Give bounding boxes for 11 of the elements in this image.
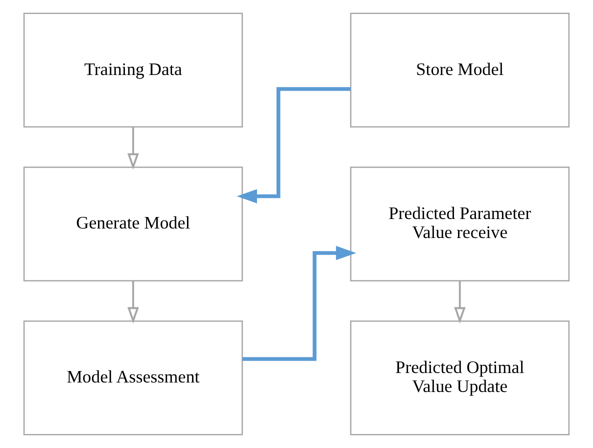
arrow <box>127 280 139 324</box>
node-box: Training Data <box>23 12 243 128</box>
node-box: Model Assessment <box>23 320 243 436</box>
node-box: Store Model <box>350 12 570 128</box>
node-box: Predicted Optimal Value Update <box>350 320 570 436</box>
arrow <box>242 246 356 361</box>
arrow <box>236 87 351 204</box>
arrow <box>127 126 139 170</box>
node-box: Generate Model <box>23 166 243 282</box>
arrow <box>454 280 466 324</box>
node-box: Predicted Parameter Value receive <box>350 166 570 282</box>
